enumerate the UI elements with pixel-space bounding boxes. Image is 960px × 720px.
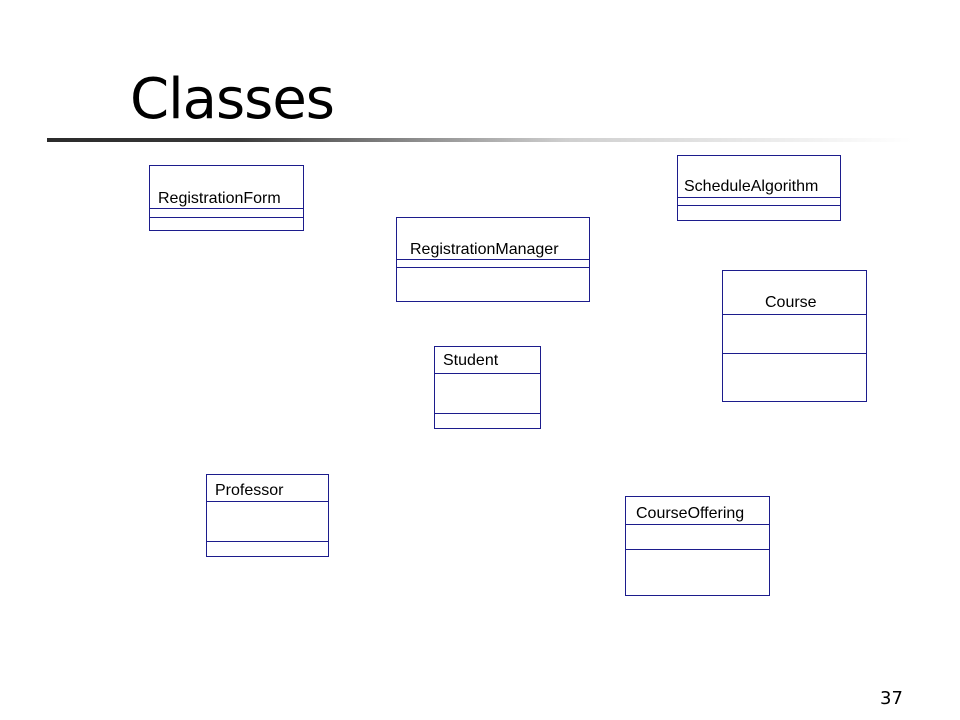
class-professor: Professor [206, 474, 329, 557]
attributes-divider [435, 373, 540, 374]
operations-divider [397, 267, 589, 268]
attributes-divider [626, 524, 769, 525]
operations-divider [723, 353, 866, 354]
attributes-divider [678, 197, 840, 198]
page-number: 37 [880, 688, 903, 709]
class-registration-form: RegistrationForm [149, 165, 304, 231]
class-name: CourseOffering [636, 505, 745, 522]
class-name: Student [443, 352, 499, 369]
operations-divider [150, 217, 303, 218]
class-name: ScheduleAlgorithm [684, 178, 819, 195]
class-name: Professor [215, 482, 284, 499]
class-schedule-algorithm: ScheduleAlgorithm [677, 155, 841, 221]
class-name: Course [765, 294, 817, 311]
class-course-offering: CourseOffering [625, 496, 770, 596]
class-student: Student [434, 346, 541, 429]
attributes-divider [723, 314, 866, 315]
attributes-divider [207, 501, 328, 502]
class-name: RegistrationForm [158, 190, 281, 207]
operations-divider [207, 541, 328, 542]
operations-divider [678, 205, 840, 206]
operations-divider [626, 549, 769, 550]
operations-divider [435, 413, 540, 414]
slide-title: Classes [130, 67, 335, 132]
title-underline [47, 138, 912, 142]
class-course: Course [722, 270, 867, 402]
class-name: RegistrationManager [410, 241, 559, 258]
class-registration-manager: RegistrationManager [396, 217, 590, 302]
attributes-divider [150, 208, 303, 209]
attributes-divider [397, 259, 589, 260]
